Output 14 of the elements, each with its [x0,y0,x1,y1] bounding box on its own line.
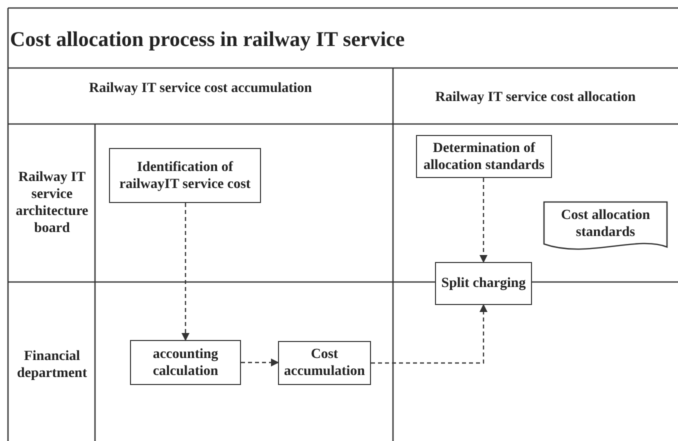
column-header: Railway IT service cost allocation [435,88,636,106]
process-box: Identification of railwayIT service cost [109,148,261,203]
process-box: Cost accumulation [278,341,371,385]
process-box: Determination of allocation standards [416,135,552,178]
arrow [480,178,488,263]
row-header: Railway IT service architecture board [14,168,90,236]
arrow [371,304,488,364]
process-box: Split charging [435,262,532,305]
column-header: Railway IT service cost accumulation [89,80,312,96]
row-header: Financial department [16,348,88,382]
diagram-title: Cost allocation process in railway IT service [10,26,405,52]
arrow [182,203,190,341]
arrow [241,358,279,366]
process-box: accounting calculation [130,340,241,385]
